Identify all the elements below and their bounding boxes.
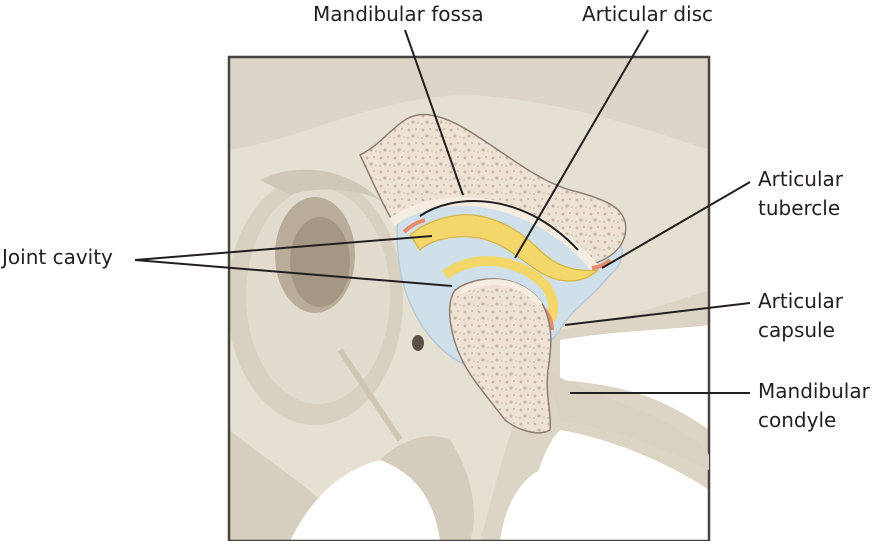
label-mandibular-condyle: Mandibular condyle [758, 377, 870, 435]
leader-articular-capsule [564, 302, 751, 326]
leader-articular-tubercle [601, 181, 751, 269]
label-articular-tubercle-line1: Articular [758, 167, 844, 191]
label-mandibular-fossa: Mandibular fossa [313, 2, 484, 26]
label-joint-cavity: Joint cavity [2, 245, 113, 269]
leader-lines [134, 29, 751, 394]
label-mandibular-condyle-line1: Mandibular [758, 379, 870, 403]
label-articular-disc: Articular disc [582, 2, 714, 26]
label-mandibular-condyle-line2: condyle [758, 408, 837, 432]
leader-mandibular-fossa [404, 29, 464, 196]
leader-joint-cavity-upper [134, 235, 433, 261]
label-articular-capsule-line2: capsule [758, 318, 835, 342]
fossa-bracket [419, 200, 579, 251]
label-articular-tubercle: Articular tubercle [758, 165, 843, 223]
label-articular-capsule-line1: Articular [758, 289, 844, 313]
leader-joint-cavity-lower [134, 259, 453, 287]
joint-section [358, 113, 709, 470]
label-articular-tubercle-line2: tubercle [758, 196, 841, 220]
leader-articular-disc [514, 29, 649, 259]
label-articular-capsule: Articular capsule [758, 287, 843, 345]
